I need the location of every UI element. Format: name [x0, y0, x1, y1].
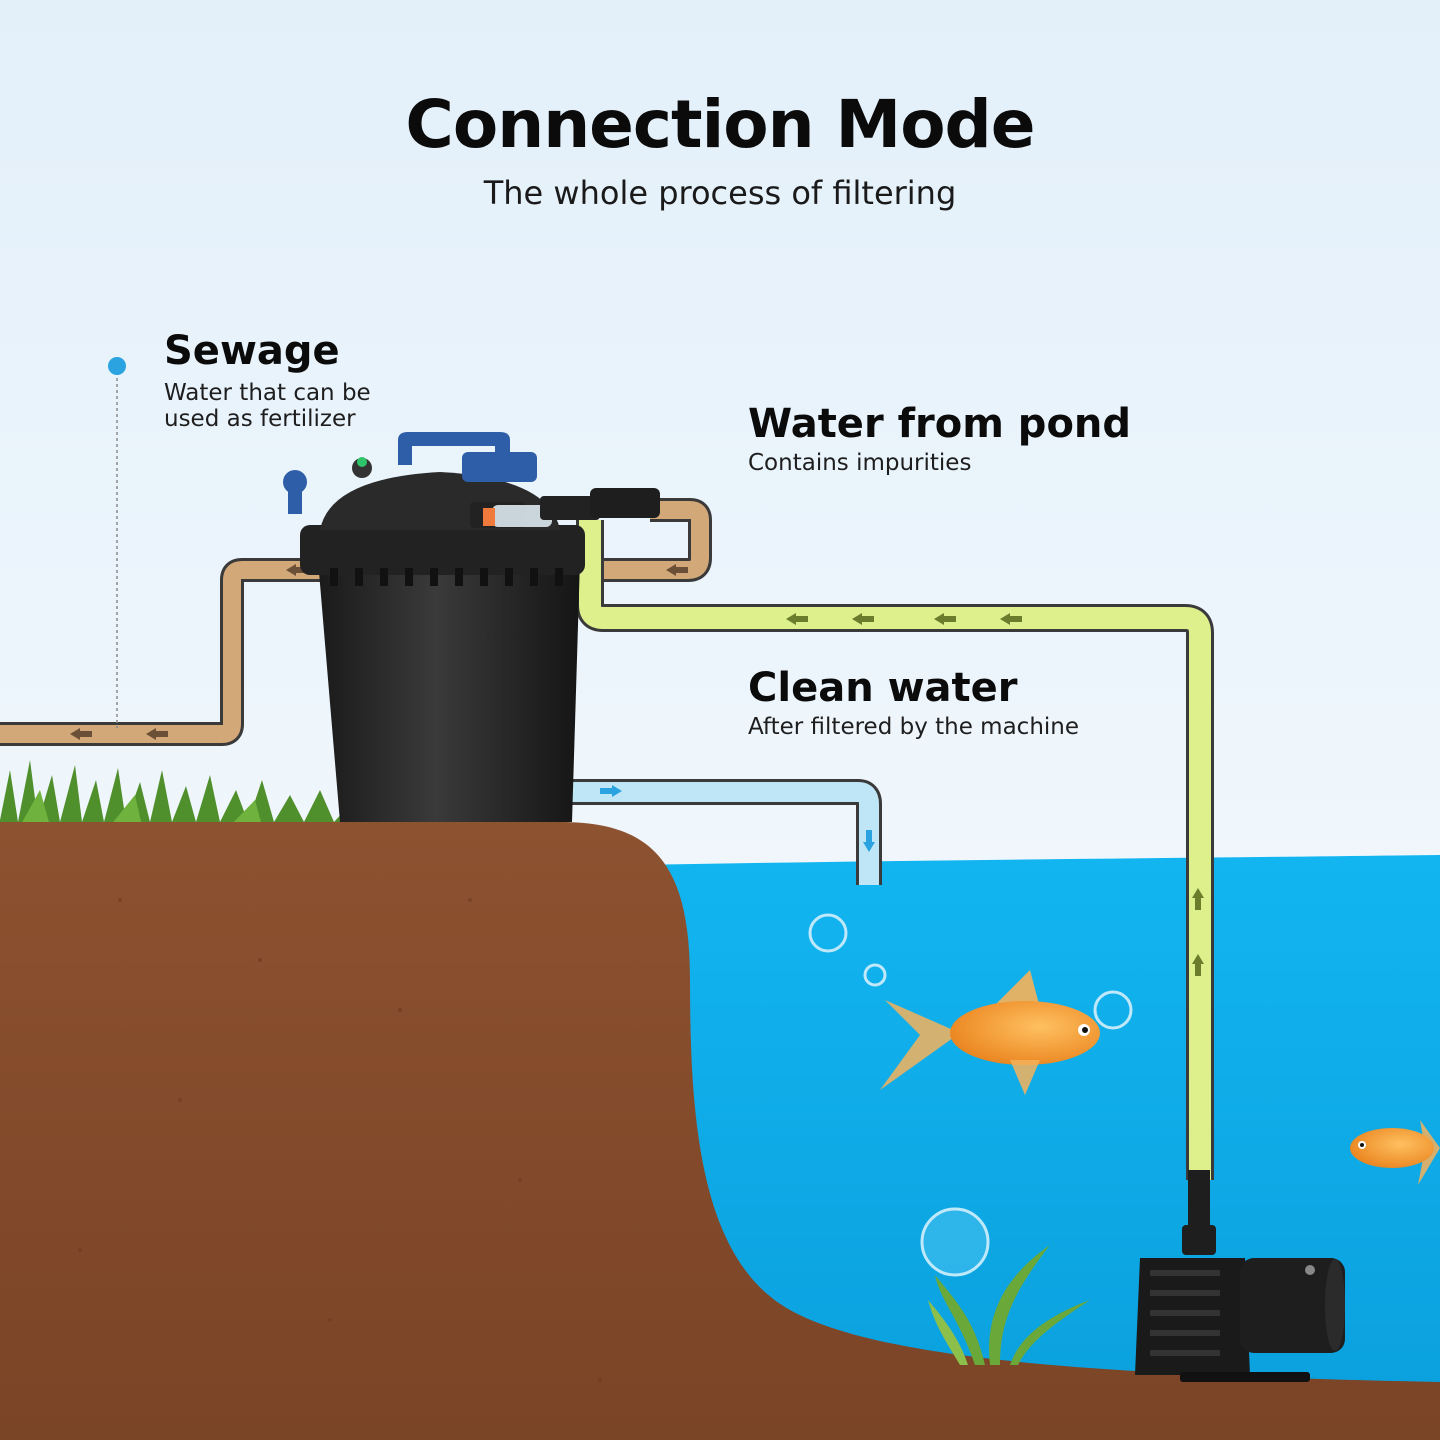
pressure-filter-icon	[283, 432, 660, 822]
arrow-right-icon	[600, 785, 622, 797]
soil-texture	[78, 898, 602, 1382]
arrow-left-icon	[786, 613, 1022, 625]
bubble-icon	[808, 913, 1133, 1277]
soil-bank	[0, 822, 1440, 1440]
page-subtitle: The whole process of filtering	[483, 174, 957, 212]
arrow-down-icon	[863, 830, 875, 852]
clean-heading: Clean water	[748, 665, 1018, 711]
marker-dot-icon	[108, 357, 126, 375]
arrow-up-icon	[1192, 888, 1204, 976]
goldfish-icon	[1350, 1120, 1440, 1185]
arrow-left-icon	[70, 564, 688, 740]
clean-desc: After filtered by the machine	[748, 714, 1080, 740]
pond-desc: Contains impurities	[748, 450, 972, 476]
submersible-pump-icon	[1135, 1170, 1345, 1382]
pond-heading: Water from pond	[748, 401, 1132, 447]
sewage-heading: Sewage	[164, 328, 340, 374]
page-title: Connection Mode	[405, 86, 1035, 163]
sewage-desc-line1: Water that can be	[164, 380, 371, 406]
goldfish-icon	[880, 970, 1100, 1095]
aquatic-plant-icon	[928, 1245, 1090, 1365]
sewage-desc-line2: used as fertilizer	[164, 406, 356, 432]
